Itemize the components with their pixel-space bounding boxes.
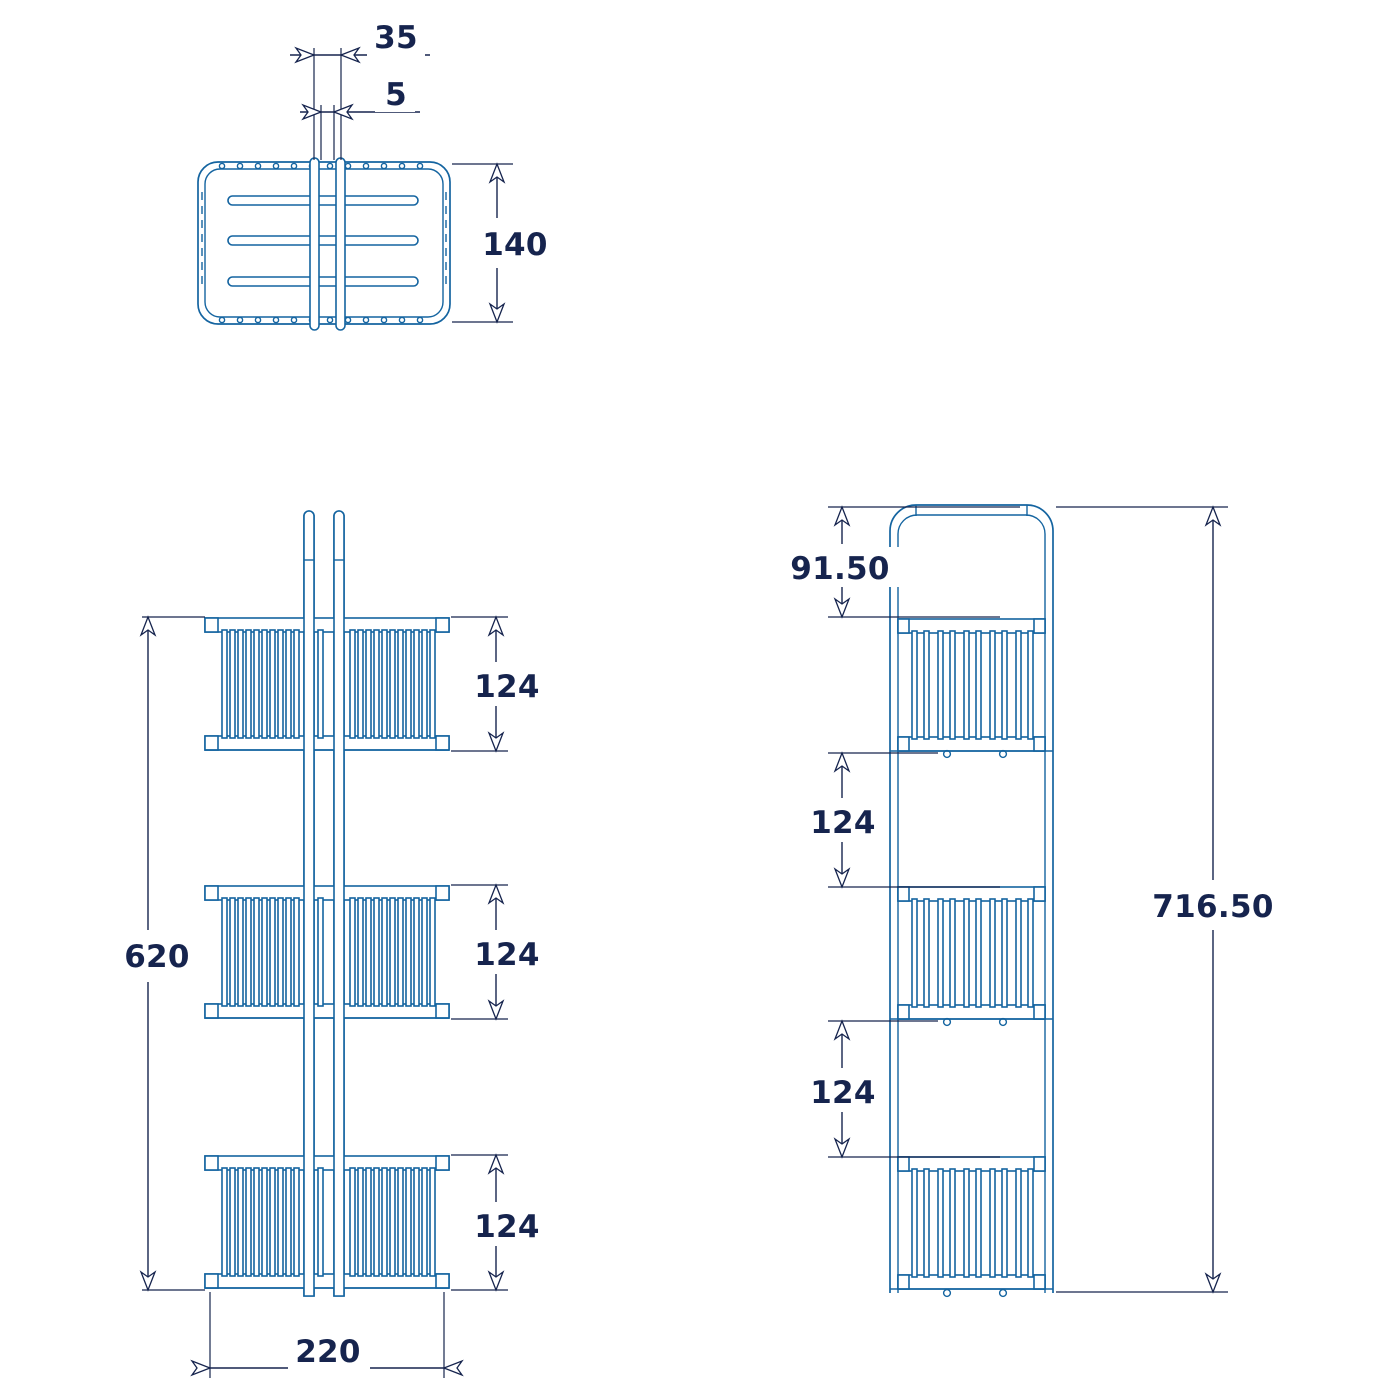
- dimension-label-35: 35: [374, 20, 418, 56]
- side-view-dimension-124-lower: 124: [803, 1020, 1000, 1158]
- dimension-label-71650: 716.50: [1152, 889, 1273, 925]
- dimension-label-620: 620: [124, 939, 190, 975]
- front-view-dimension-124-middle: 124: [451, 884, 548, 1020]
- front-view-basket-middle: [204, 885, 450, 1019]
- top-view-dimension-5: 5: [300, 77, 420, 160]
- front-view-basket-bottom-wires: [221, 1167, 436, 1277]
- top-view-dimension-140: 140: [452, 163, 564, 323]
- dimension-label-124-front-bot: 124: [474, 1209, 540, 1245]
- front-view-basket-top: [204, 617, 450, 751]
- front-view-geometry: [204, 510, 450, 1297]
- dimension-label-124-front-top: 124: [474, 669, 540, 705]
- dimension-label-220: 220: [295, 1334, 361, 1370]
- top-view-post-right: [335, 157, 346, 331]
- top-view-geometry: [197, 157, 451, 331]
- top-view-bar-1: [227, 195, 419, 206]
- top-view-wire-ends-bottom: [218, 316, 424, 324]
- dimension-label-124-front-mid: 124: [474, 937, 540, 973]
- top-view-wire-ends-top: [218, 162, 424, 170]
- side-view-basket-top: [890, 618, 1053, 759]
- front-view-basket-bottom: [204, 1155, 450, 1289]
- side-view-basket-middle: [890, 886, 1053, 1027]
- dimension-label-140: 140: [482, 227, 548, 263]
- front-view-dimension-620: 620: [118, 616, 205, 1291]
- side-view-geometry: [889, 504, 1054, 1298]
- front-view-basket-top-wires: [221, 629, 436, 739]
- top-view-bar-2: [227, 235, 419, 246]
- front-view-dimension-124-top: 124: [451, 616, 548, 752]
- top-view-dimension-35: 35: [290, 20, 430, 160]
- front-view-basket-middle-wires: [221, 897, 436, 1007]
- side-view-basket-bottom: [890, 1156, 1053, 1298]
- top-view-post-left: [309, 157, 320, 331]
- side-view-dimension-124-upper: 124: [803, 752, 1000, 888]
- side-view-dimension-71650: 716.50: [1056, 506, 1302, 1293]
- dimension-label-124-side-upper: 124: [810, 805, 876, 841]
- dimension-label-124-side-lower: 124: [810, 1075, 876, 1111]
- dimension-label-5: 5: [385, 77, 407, 113]
- top-view-bar-3: [227, 276, 419, 287]
- front-view-dimension-124-bottom: 124: [451, 1154, 548, 1291]
- side-view-handle-inner: [897, 514, 1046, 620]
- front-view-dimension-220: 220: [191, 1292, 463, 1378]
- side-view-dimension-9150: 91.50: [790, 506, 1020, 618]
- side-view-handle-outer: [889, 504, 1054, 620]
- dimension-label-9150: 91.50: [790, 551, 890, 587]
